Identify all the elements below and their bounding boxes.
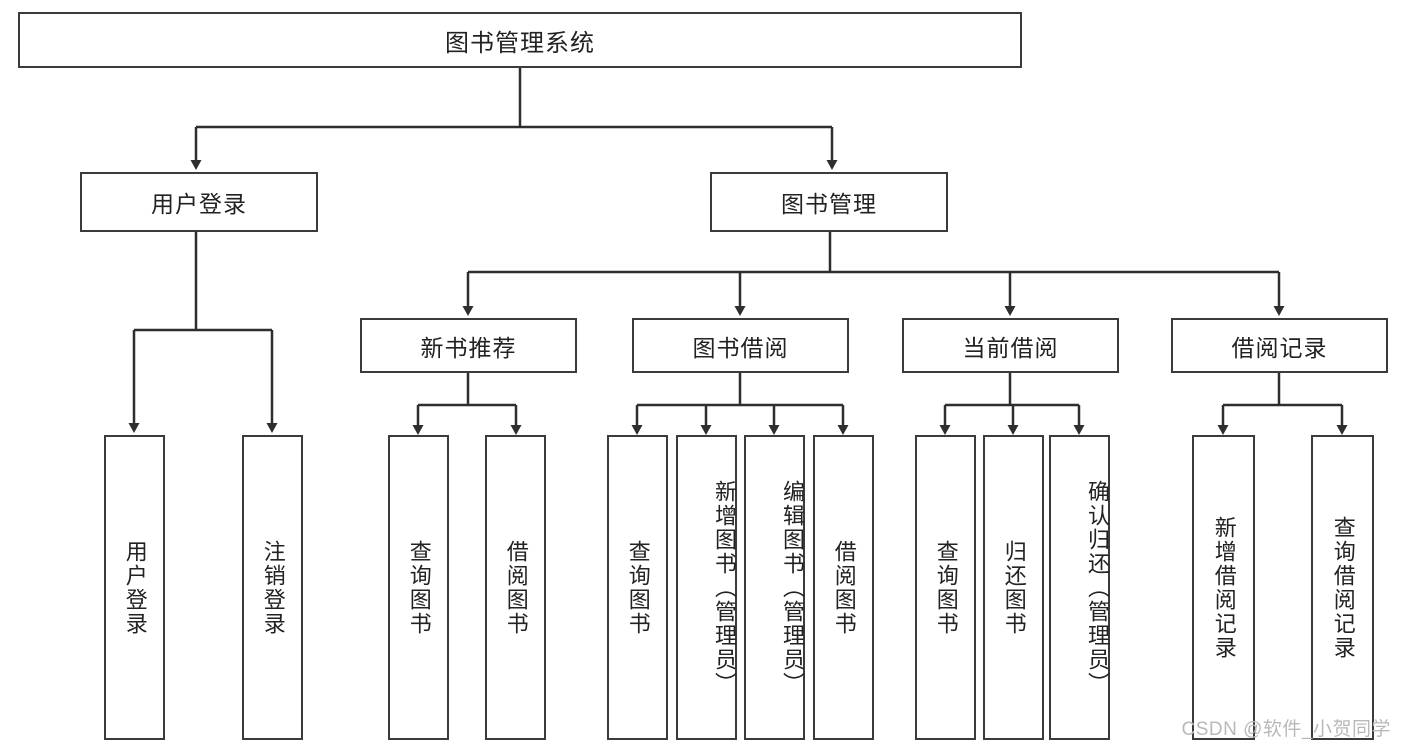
leaf-book-borrow-add[interactable]: 新增图书（管理员） [676, 435, 737, 740]
node-new-book-recommend[interactable]: 新书推荐 [360, 318, 577, 373]
leaf-user-login-login[interactable]: 用户登录 [104, 435, 165, 740]
leaf-book-borrow-query[interactable]: 查询图书 [607, 435, 668, 740]
csdn-watermark: CSDN @软件_小贺同学 [1181, 719, 1391, 740]
leaf-new-book-borrow[interactable]: 借阅图书 [485, 435, 546, 740]
node-book-borrow[interactable]: 图书借阅 [632, 318, 849, 373]
node-current-borrow[interactable]: 当前借阅 [902, 318, 1119, 373]
leaf-book-borrow-edit[interactable]: 编辑图书（管理员） [744, 435, 805, 740]
leaf-book-borrow-borrow[interactable]: 借阅图书 [813, 435, 874, 740]
leaf-new-book-query[interactable]: 查询图书 [388, 435, 449, 740]
node-root-system[interactable]: 图书管理系统 [18, 12, 1022, 68]
leaf-borrow-record-add[interactable]: 新增借阅记录 [1192, 435, 1255, 740]
node-book-management[interactable]: 图书管理 [710, 172, 948, 232]
leaf-user-login-logout[interactable]: 注销登录 [242, 435, 303, 740]
node-borrow-record[interactable]: 借阅记录 [1171, 318, 1388, 373]
leaf-borrow-record-query[interactable]: 查询借阅记录 [1311, 435, 1374, 740]
leaf-current-borrow-confirm-return[interactable]: 确认归还（管理员） [1049, 435, 1110, 740]
leaf-current-borrow-return[interactable]: 归还图书 [983, 435, 1044, 740]
node-user-login[interactable]: 用户登录 [80, 172, 318, 232]
leaf-current-borrow-query[interactable]: 查询图书 [915, 435, 976, 740]
